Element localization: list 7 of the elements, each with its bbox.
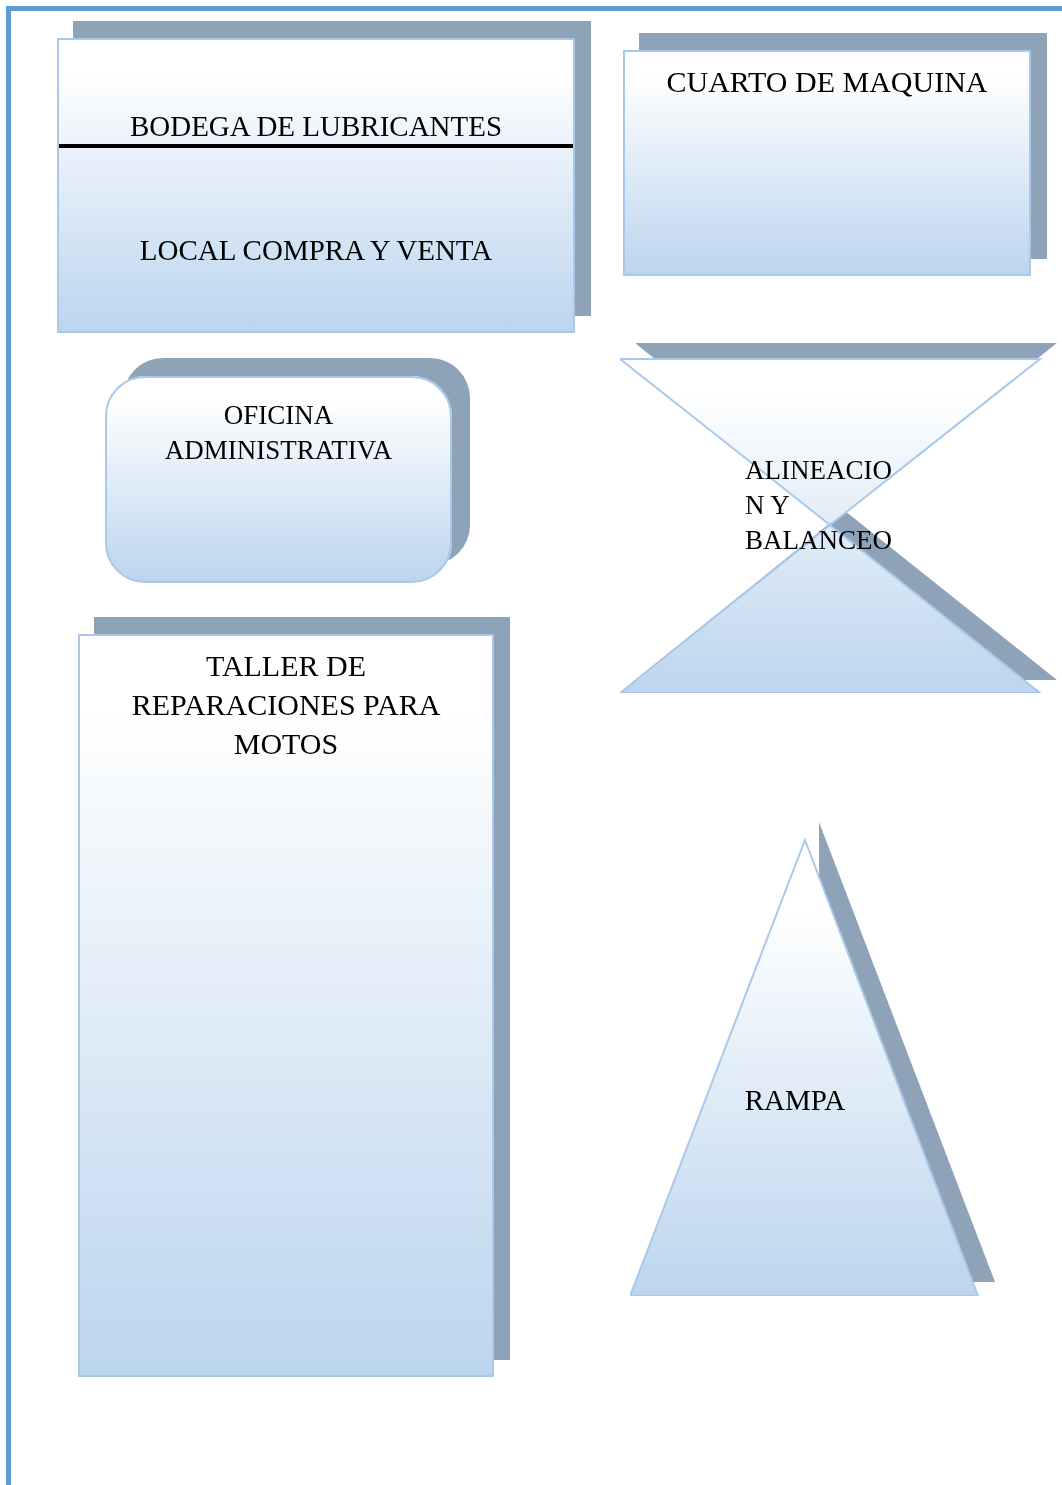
area-label: RAMPA [743,1083,847,1118]
area-label: ALINEACIO N Y BALANCEO [745,454,893,558]
area-label: TALLER DE REPARACIONES PARA MOTOS [130,648,442,762]
area-label: OFICINA ADMINISTRATIVA [163,399,394,468]
area-label: BODEGA DE LUBRICANTES [128,109,504,144]
area-label: CUARTO DE MAQUINA [665,64,989,100]
area-label: LOCAL COMPRA Y VENTA [138,233,494,268]
